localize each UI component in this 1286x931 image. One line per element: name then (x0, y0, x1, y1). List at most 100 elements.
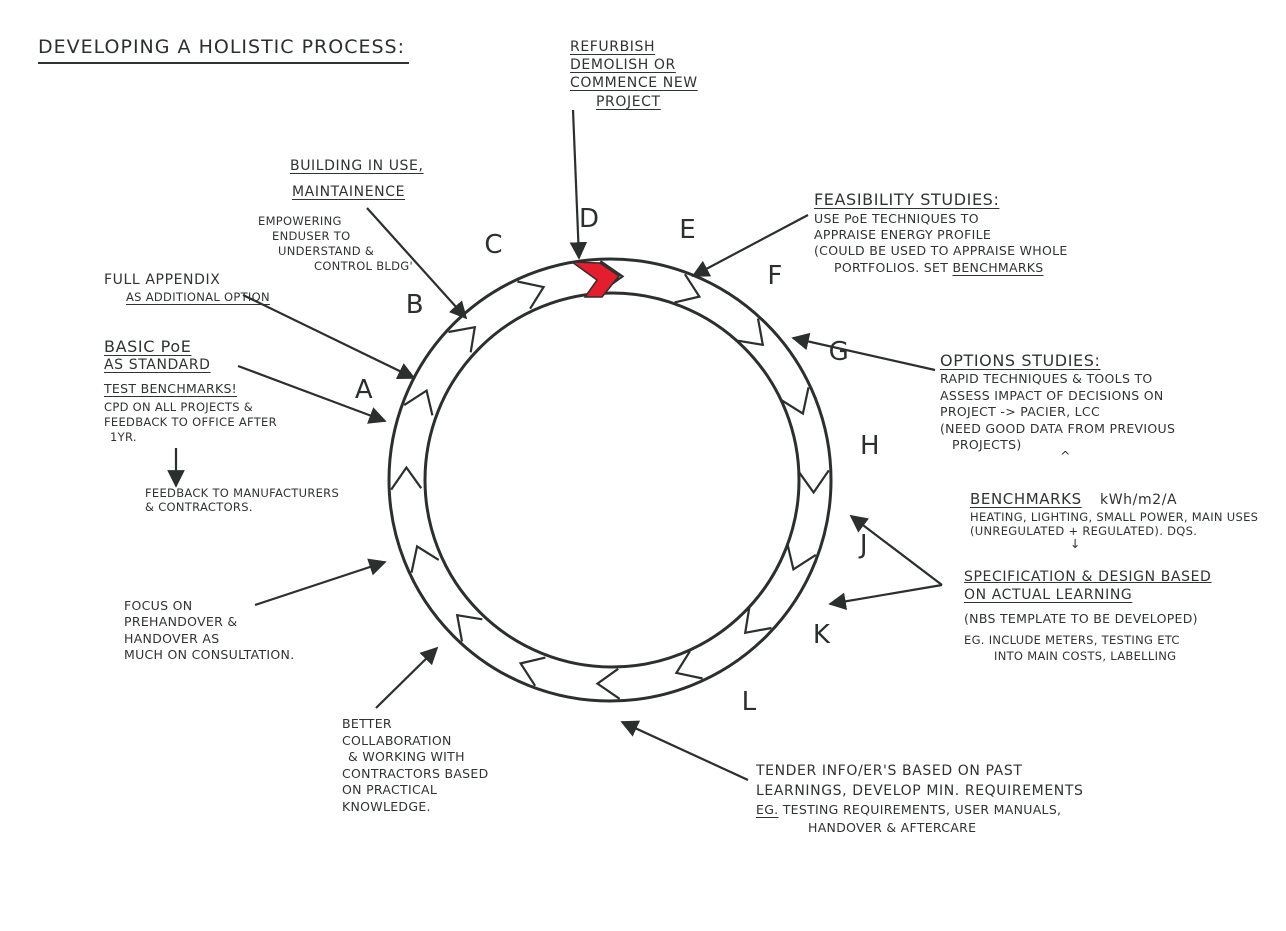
building-use-line: EMPOWERING (258, 214, 342, 228)
note-start-line: PROJECT (596, 93, 661, 110)
tender-eg: EG. (756, 802, 779, 818)
stage-letter-c: C (484, 230, 503, 261)
ring-segment-divider (786, 544, 817, 572)
spec-line: (NBS TEMPLATE TO BE DEVELOPED) (964, 610, 1198, 626)
basic-poe-body-line: FEEDBACK TO OFFICE AFTER (104, 415, 277, 430)
stage-letter-a: A (354, 375, 373, 406)
arrow-tender (620, 720, 749, 781)
basic-poe-body-line: CPD ON ALL PROJECTS & (104, 400, 254, 415)
basic-poe-line: CPD ON ALL PROJECTS & FEEDBACK TO OFFICE… (104, 400, 277, 445)
arrow-focus (254, 558, 387, 607)
better-line: KNOWLEDGE. (342, 798, 431, 814)
stage-letter-l: L (741, 687, 757, 718)
options-line: ASSESS IMPACT OF DECISIONS ON (940, 387, 1164, 403)
options-caret: ^ (1060, 447, 1071, 463)
better-line: COLLABORATION (342, 732, 452, 748)
arrow-options (791, 332, 936, 372)
better-line: ON PRACTICAL (342, 782, 438, 797)
spec-heading-text: SPECIFICATION & DESIGN BASED (964, 569, 1212, 585)
note-tender: TENDER INFO/ER'S BASED ON PAST LEARNINGS… (756, 762, 1083, 836)
arrow-benchmarks-d (849, 514, 943, 586)
spec-line: INTO MAIN COSTS, LABELLING (994, 648, 1177, 663)
better-line: BETTER (342, 716, 392, 731)
note-building-use: BUILDING IN USE, MAINTAINENCE (290, 158, 424, 201)
ring-segment-divider (737, 318, 765, 347)
focus-line: HANDOVER AS (124, 630, 220, 646)
annotation-arrows (167, 109, 943, 781)
basic-poe-test: TEST BENCHMARKS! (104, 380, 237, 396)
tender-line2: LEARNINGS, DEVELOP MIN. REQUIREMENTS (756, 782, 1084, 799)
ring-segment-divider (455, 613, 483, 642)
feasibility-last-text: PORTFOLIOS. SET (834, 259, 953, 275)
better-line: CONTRACTORS BASED (342, 765, 489, 781)
full-appendix-line2: AS ADDITIONAL OPTION (126, 289, 270, 304)
ring-segment-divider (674, 273, 702, 304)
arrow-feasibility (691, 214, 809, 277)
feasibility-line: USE PoE TECHNIQUES TO (814, 210, 979, 226)
spec-line2: ON ACTUAL LEARNING (964, 587, 1133, 604)
building-use-heading: BUILDING IN USE, (290, 158, 424, 174)
feasibility-line: (COULD BE USED TO APPRAISE WHOLE (814, 243, 1068, 259)
note-feasibility: FEASIBILITY STUDIES: USE PoE TECHNIQUES … (814, 190, 1068, 276)
ring-segment-divider (674, 650, 703, 680)
basic-poe-heading-2: AS STANDARD (104, 357, 211, 373)
arrow-benchmarks-e (828, 583, 943, 611)
ring-segment-divider (780, 387, 810, 416)
stage-letter-j: J (859, 530, 868, 561)
spec-heading: SPECIFICATION & DESIGN BASED (964, 568, 1211, 586)
stage-letter-e: E (679, 214, 696, 245)
building-use-line: UNDERSTAND & (278, 243, 375, 258)
full-appendix-line1: FULL APPENDIX (104, 272, 221, 288)
options-line: (NEED GOOD DATA FROM PREVIOUS (940, 420, 1176, 436)
ring-segment-dividers (390, 260, 830, 700)
note-options: OPTIONS STUDIES: RAPID TECHNIQUES & TOOL… (940, 350, 1175, 464)
ring-segment-divider (448, 325, 477, 353)
ring-segment-divider (797, 469, 830, 495)
building-use-line: CONTROL BLDG' (314, 258, 413, 273)
feasibility-heading: FEASIBILITY STUDIES: (814, 190, 1000, 209)
feedback-line: FEEDBACK TO MANUFACTURERS (145, 486, 340, 500)
benchmarks-unit: kWh/m2/A (1100, 492, 1178, 508)
note-building-use-body: EMPOWERING ENDUSER TO UNDERSTAND & CONTR… (258, 214, 413, 274)
note-focus: FOCUS ON PREHANDOVER & HANDOVER AS MUCH … (124, 598, 294, 663)
benchmarks-arrow: ↓ (1070, 536, 1081, 552)
note-specification: SPECIFICATION & DESIGN BASED ON ACTUAL L… (964, 568, 1211, 664)
ring-segment-divider (390, 465, 423, 491)
focus-line: MUCH ON CONSULTATION. (124, 646, 295, 662)
arrow-start (569, 109, 588, 260)
ring-segment-divider (518, 656, 546, 687)
note-start-line: DEMOLISH OR (570, 57, 676, 74)
better-line: & WORKING WITH (348, 749, 465, 764)
stage-letter-b: B (405, 290, 424, 321)
options-line: RAPID TECHNIQUES & TOOLS TO (940, 371, 1153, 387)
note-basic-poe: BASIC PoE AS STANDARD TEST BENCHMARKS! C… (104, 337, 277, 445)
spec-line: EG. INCLUDE METERS, TESTING ETC (964, 633, 1180, 648)
stage-letter-k: K (812, 619, 830, 650)
benchmarks-line: HEATING, LIGHTING, SMALL POWER, MAIN USE… (970, 509, 1259, 524)
tender-line3-row: EG. TESTING REQUIREMENTS, USER MANUALS, (756, 801, 1083, 819)
benchmarks-line: (UNREGULATED + REGULATED). DQS. (970, 524, 1198, 539)
inner-ring (423, 291, 801, 669)
benchmarks-title-row: BENCHMARKS kWh/m2/A (970, 490, 1258, 510)
basic-poe-body-line: 1YR. (110, 430, 137, 444)
ring-segment-divider (410, 544, 440, 573)
building-use-line: ENDUSER TO (272, 228, 351, 243)
arrow-building-use (366, 207, 468, 320)
feasibility-last: PORTFOLIOS. SET BENCHMARKS (814, 260, 1068, 276)
tender-line4: HANDOVER & AFTERCARE (808, 819, 977, 835)
note-start-line: COMMENCE NEW (570, 75, 698, 92)
arrow-full-appendix (242, 294, 416, 380)
feasibility-benchmarks-link: BENCHMARKS (952, 259, 1044, 275)
note-benchmarks: BENCHMARKS kWh/m2/A HEATING, LIGHTING, S… (970, 490, 1258, 553)
note-full-appendix: FULL APPENDIX AS ADDITIONAL OPTION (104, 272, 270, 304)
options-line: PROJECT -> PACIER, LCC (940, 404, 1100, 420)
note-start-line: REFURBISH (570, 39, 656, 55)
focus-line: PREHANDOVER & (124, 614, 238, 630)
note-feedback: FEEDBACK TO MANUFACTURERS & CONTRACTORS. (145, 486, 339, 515)
outer-ring (387, 257, 833, 703)
basic-poe-heading: BASIC PoE (104, 337, 192, 356)
arrow-better (375, 646, 439, 709)
stage-letter-f: F (767, 261, 783, 292)
